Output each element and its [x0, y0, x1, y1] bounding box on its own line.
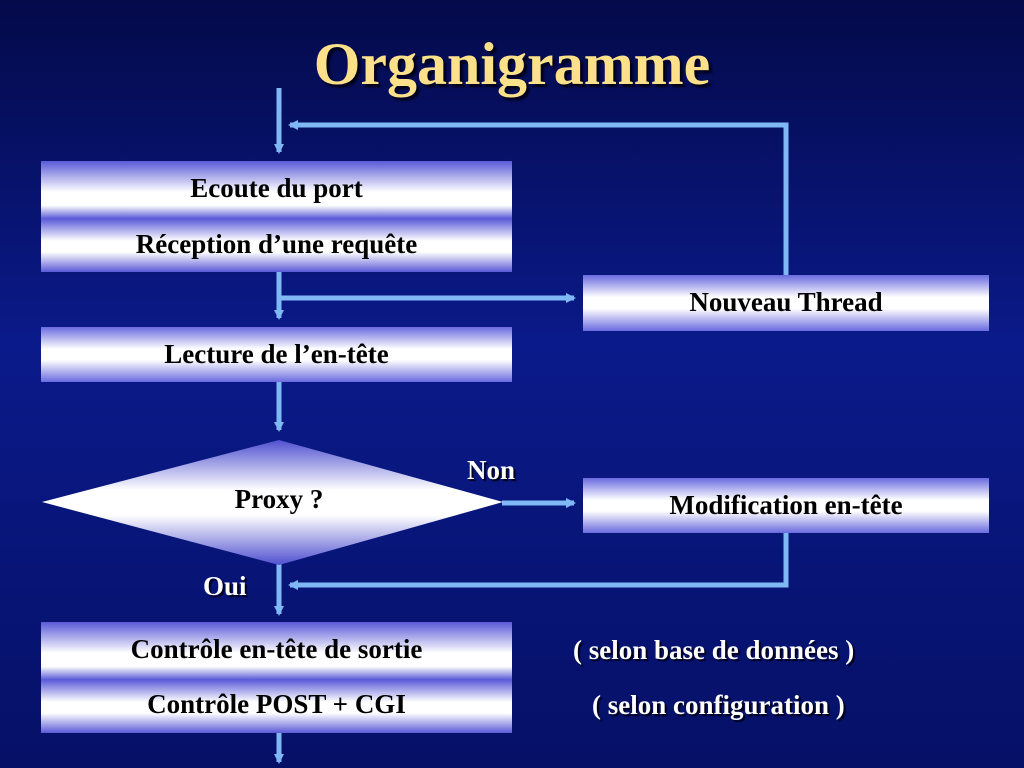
decision-proxy-label: Proxy ? [234, 484, 324, 514]
box-controle: Contrôle en-tête de sortie Contrôle POST… [41, 622, 512, 733]
box-modification-label: Modification en-tête [669, 490, 903, 520]
decision-diamond-proxy [42, 440, 503, 565]
box-reception-label: Réception d’une requête [135, 229, 418, 259]
box-ecoute-label: Ecoute du port [190, 173, 363, 203]
box-modification: Modification en-tête [583, 478, 989, 533]
box-nouveau-thread-label: Nouveau Thread [689, 287, 883, 317]
box-nouveau-thread: Nouveau Thread [583, 275, 989, 331]
arrow-loop-back [288, 120, 789, 275]
page-title: Organigramme [313, 31, 711, 97]
box-lecture: Lecture de l’en-tête [41, 327, 512, 382]
box-lecture-label: Lecture de l’en-tête [164, 339, 389, 369]
note-configuration: ( selon configuration ) [592, 690, 845, 720]
arrow-modification-return [288, 533, 789, 590]
note-base-donnees: ( selon base de données ) [573, 635, 855, 665]
box-controle-entete-label: Contrôle en-tête de sortie [130, 634, 423, 664]
box-ecoute-reception: Ecoute du port Réception d’une requête [41, 161, 512, 272]
box-controle-post-label: Contrôle POST + CGI [147, 689, 406, 719]
label-non: Non [467, 455, 516, 485]
label-oui: Oui [203, 571, 247, 601]
